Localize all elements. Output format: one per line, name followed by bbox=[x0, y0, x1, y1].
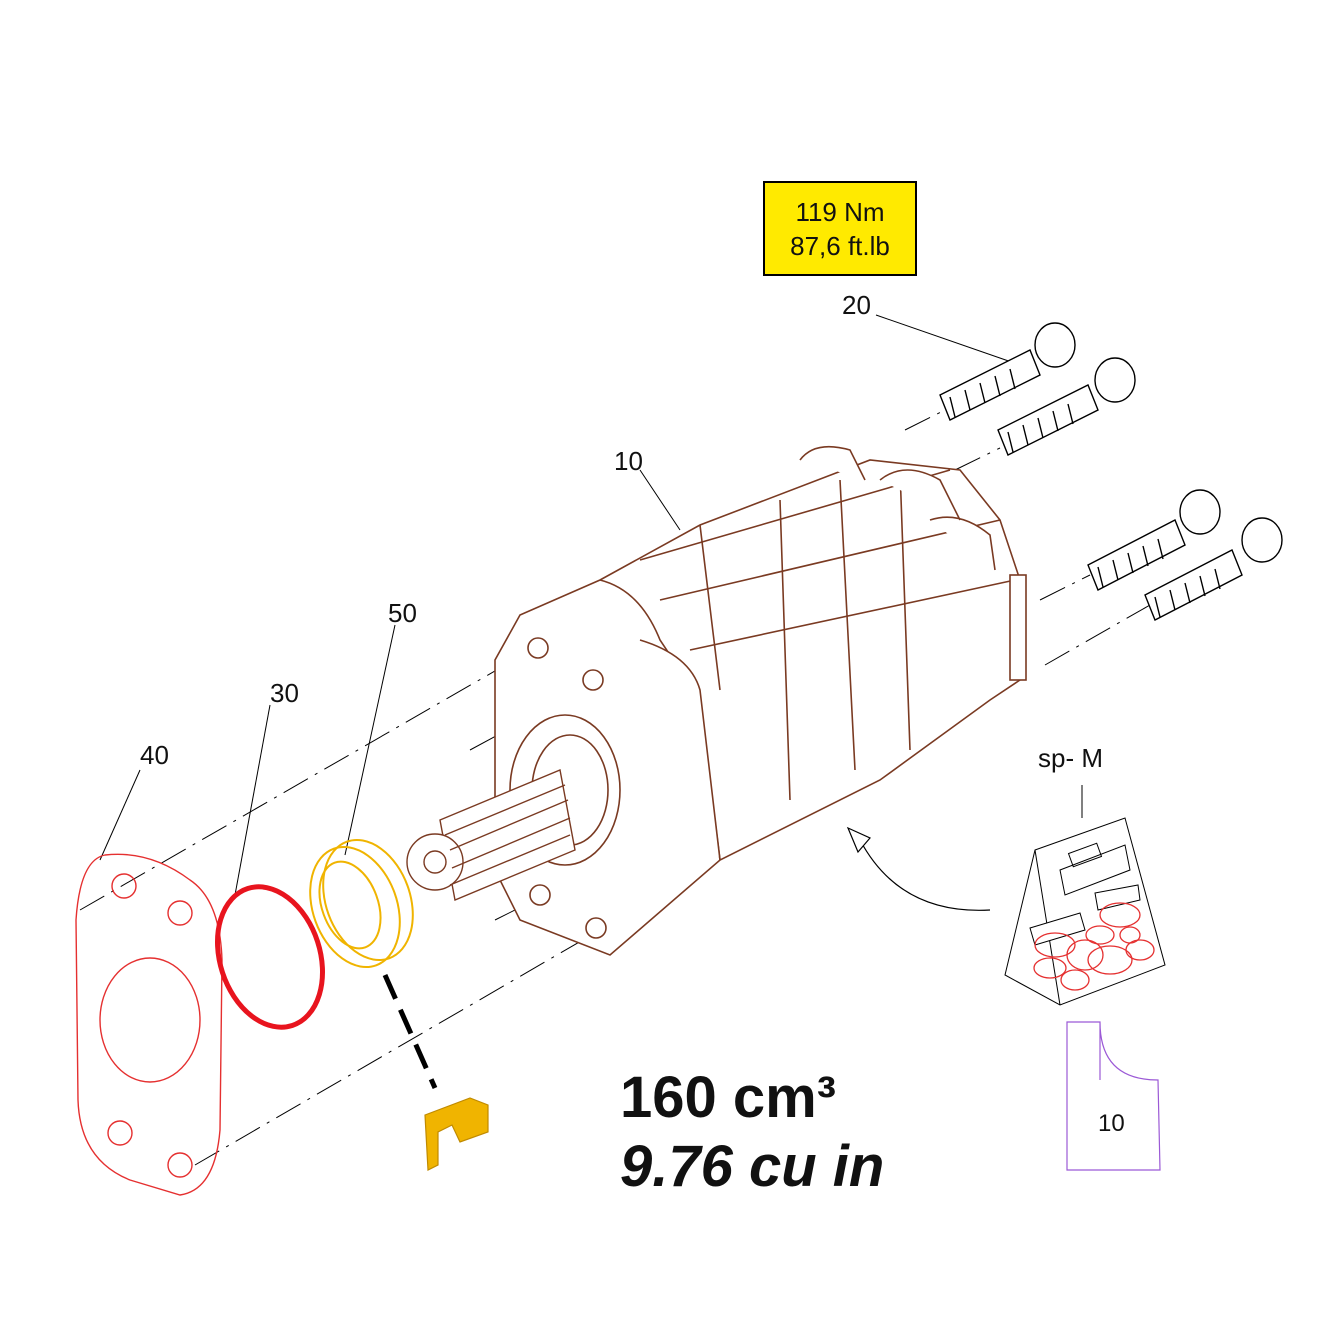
torque-spec-box: 119 Nm 87,6 ft.lb bbox=[763, 181, 917, 276]
callout-gasket: 40 bbox=[140, 740, 169, 770]
seal-kit-bag bbox=[1004, 817, 1166, 1006]
displacement-imperial: 9.76 cu in bbox=[620, 1134, 885, 1199]
callout-seal: 50 bbox=[388, 598, 417, 628]
bolt-4 bbox=[1144, 517, 1283, 621]
seal-section-link bbox=[382, 973, 438, 1090]
seal-kit-label: sp- M bbox=[1038, 743, 1103, 773]
seal-cross-section bbox=[424, 1097, 489, 1171]
torque-metric: 119 Nm bbox=[795, 196, 885, 227]
callout-motor: 10 bbox=[614, 446, 643, 476]
shaft-seal bbox=[309, 838, 414, 969]
bolt-3 bbox=[1087, 489, 1221, 591]
kit-arrow bbox=[859, 839, 991, 911]
document-icon bbox=[1066, 1021, 1161, 1171]
oring bbox=[214, 884, 326, 1030]
leader-lines bbox=[99, 314, 1083, 896]
motor-body bbox=[494, 445, 1027, 956]
bolts bbox=[939, 322, 1283, 621]
shaft bbox=[406, 769, 576, 901]
gasket bbox=[75, 853, 223, 1196]
document-number: 10 bbox=[1098, 1110, 1125, 1137]
displacement-metric: 160 cm³ bbox=[620, 1065, 837, 1130]
bolt-2 bbox=[997, 357, 1136, 456]
callout-bolts: 20 bbox=[842, 290, 871, 320]
kit-arrow-head bbox=[846, 826, 871, 854]
torque-imperial: 87,6 ft.lb bbox=[790, 230, 890, 261]
seal-kit-orings bbox=[1033, 902, 1155, 991]
callout-oring: 30 bbox=[270, 678, 299, 708]
bolt-1 bbox=[939, 322, 1076, 421]
